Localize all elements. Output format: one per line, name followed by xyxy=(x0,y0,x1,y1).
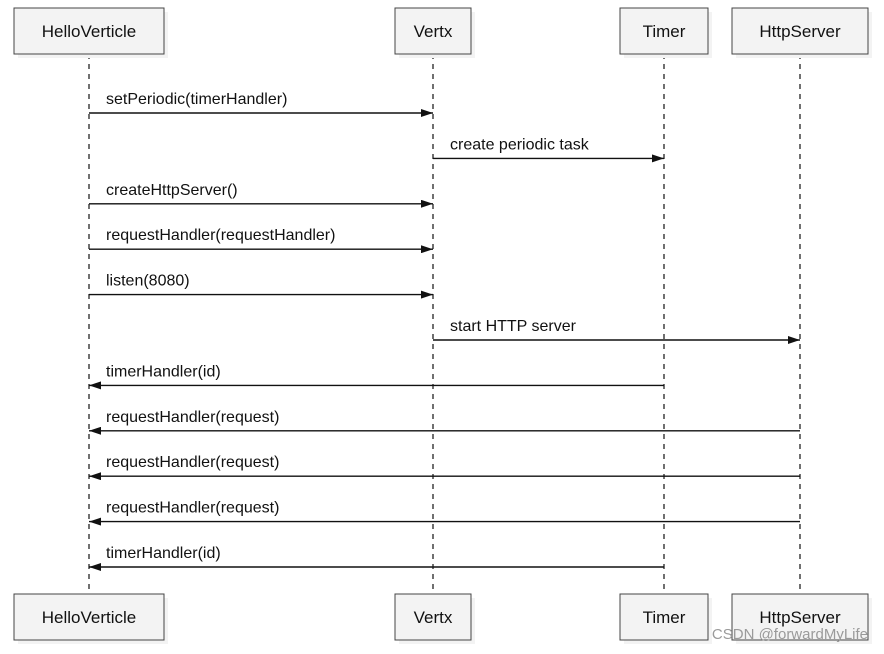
message-label: requestHandler(request) xyxy=(106,409,279,426)
message-label: setPeriodic(timerHandler) xyxy=(106,91,287,108)
message-9: requestHandler(request) xyxy=(89,454,800,481)
participant-label: HttpServer xyxy=(759,22,841,41)
participant-httpserver-top: HttpServer xyxy=(731,7,872,58)
message-label: listen(8080) xyxy=(106,273,190,290)
participant-label: Vertx xyxy=(414,22,453,41)
message-label: start HTTP server xyxy=(450,318,577,335)
message-label: createHttpServer() xyxy=(106,182,238,199)
message-4: requestHandler(requestHandler) xyxy=(89,227,433,254)
participant-vertx-top: Vertx xyxy=(394,7,475,58)
message-8: requestHandler(request) xyxy=(89,409,800,435)
participant-label: Timer xyxy=(643,22,686,41)
participant-helloverticle-bottom: HelloVerticle xyxy=(13,593,168,644)
message-label: requestHandler(request) xyxy=(106,500,279,517)
participant-timer-top: Timer xyxy=(619,7,712,58)
message-label: timerHandler(id) xyxy=(106,363,221,380)
participant-vertx-bottom: Vertx xyxy=(394,593,475,644)
participant-timer-bottom: Timer xyxy=(619,593,712,644)
message-5: listen(8080) xyxy=(89,273,433,299)
message-label: create periodic task xyxy=(450,136,590,153)
message-label: requestHandler(requestHandler) xyxy=(106,227,335,244)
watermark: CSDN @forwardMyLife xyxy=(712,626,868,643)
participant-helloverticle-top: HelloVerticle xyxy=(13,7,168,58)
message-1: setPeriodic(timerHandler) xyxy=(89,91,433,117)
message-2: create periodic task xyxy=(433,136,664,163)
participant-label: HttpServer xyxy=(759,608,841,627)
message-3: createHttpServer() xyxy=(89,182,433,208)
message-10: requestHandler(request) xyxy=(89,500,800,526)
participant-label: Timer xyxy=(643,608,686,627)
message-11: timerHandler(id) xyxy=(89,545,664,571)
participant-label: Vertx xyxy=(414,608,453,627)
participant-label: HelloVerticle xyxy=(42,608,137,627)
message-7: timerHandler(id) xyxy=(89,363,664,390)
message-label: requestHandler(request) xyxy=(106,454,279,471)
participant-httpserver-bottom: HttpServer xyxy=(731,593,872,644)
message-6: start HTTP server xyxy=(433,318,800,344)
participant-label: HelloVerticle xyxy=(42,22,137,41)
message-label: timerHandler(id) xyxy=(106,545,221,562)
